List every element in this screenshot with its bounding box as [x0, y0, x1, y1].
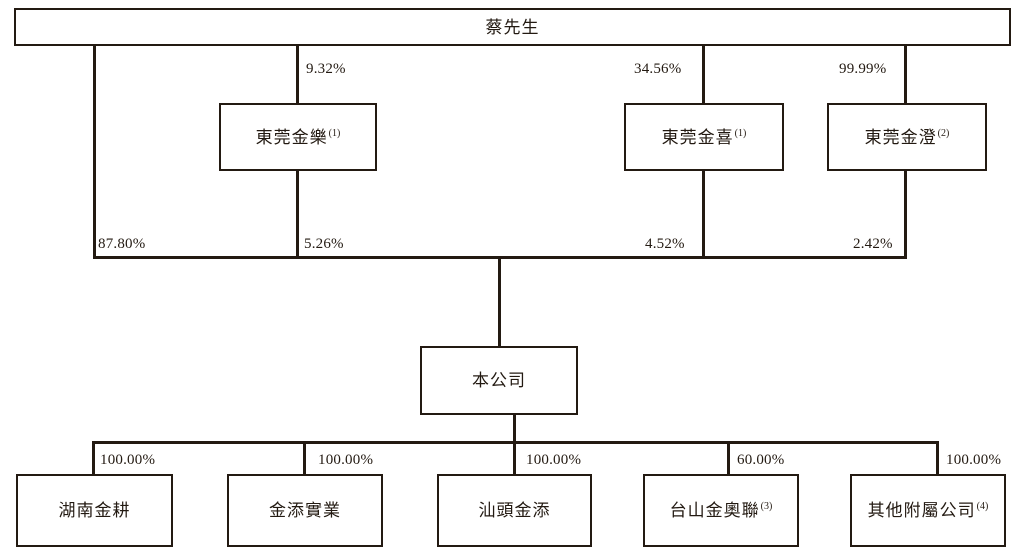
connector-jinxi-company — [702, 170, 705, 259]
connector-root-jincheng — [904, 45, 907, 104]
pct-sub-jintian: 100.00% — [318, 452, 374, 468]
node-company-label: 本公司 — [472, 371, 526, 390]
node-label-text: 東莞金澄 — [864, 127, 937, 147]
pct-sub-taishan: 60.00% — [737, 452, 785, 468]
connector-jincheng-company — [904, 170, 907, 259]
pct-jincheng-company: 2.42% — [853, 236, 893, 252]
node-dongguan-jinxi-label: 東莞金喜(1) — [661, 127, 747, 147]
node-mr-cai-label: 蔡先生 — [485, 17, 540, 37]
node-taishan-jinaolian: 台山金奧聯(3) — [643, 474, 799, 547]
footnote-ref-1b: (1) — [734, 127, 747, 139]
pct-jinle-company: 5.26% — [304, 236, 344, 252]
pct-root-jinxi: 34.56% — [634, 61, 682, 77]
node-dongguan-jinxi: 東莞金喜(1) — [624, 103, 784, 171]
footnote-ref-3: (3) — [760, 501, 773, 513]
connector-bottom-collector — [92, 441, 939, 444]
node-jintian-industry-label: 金添實業 — [269, 501, 341, 520]
node-hunan-jingeng: 湖南金耕 — [16, 474, 173, 547]
footnote-ref-1: (1) — [328, 127, 341, 139]
pct-sub-other: 100.00% — [946, 452, 1002, 468]
pct-root-jinle: 9.32% — [306, 61, 346, 77]
node-shantou-jintian: 汕頭金添 — [437, 474, 592, 547]
node-label-text: 東莞金喜 — [661, 127, 734, 147]
node-dongguan-jinle-label: 東莞金樂(1) — [255, 127, 341, 147]
node-company: 本公司 — [420, 346, 578, 415]
node-label-text: 其他附屬公司 — [867, 501, 976, 520]
connector-sub-other — [936, 441, 939, 474]
connector-root-jinxi — [702, 45, 705, 104]
connector-jinle-company — [296, 170, 299, 259]
node-label-text: 東莞金樂 — [255, 127, 328, 147]
node-other-subsidiaries: 其他附屬公司(4) — [850, 474, 1006, 547]
pct-sub-shantou: 100.00% — [526, 452, 582, 468]
connector-sub-hunan — [92, 441, 95, 474]
node-dongguan-jinle: 東莞金樂(1) — [219, 103, 377, 171]
connector-sub-jintian — [303, 441, 306, 474]
connector-root-direct — [93, 45, 96, 258]
node-label-text: 台山金奧聯 — [669, 501, 760, 520]
node-shantou-jintian-label: 汕頭金添 — [478, 501, 551, 520]
node-hunan-jingeng-label: 湖南金耕 — [58, 501, 131, 520]
node-taishan-jinaolian-label: 台山金奧聯(3) — [670, 502, 773, 519]
node-dongguan-jincheng-label: 東莞金澄(2) — [864, 127, 950, 147]
node-jintian-industry: 金添實業 — [227, 474, 383, 547]
connector-company-subsidiaries — [513, 413, 516, 474]
pct-jinxi-company: 4.52% — [645, 236, 685, 252]
node-dongguan-jincheng: 東莞金澄(2) — [827, 103, 987, 171]
node-other-subsidiaries-label: 其他附屬公司(4) — [868, 502, 989, 519]
connector-collector-company — [498, 256, 501, 346]
footnote-ref-4: (4) — [976, 501, 989, 513]
connector-sub-taishan — [727, 441, 730, 474]
pct-root-jincheng: 99.99% — [839, 61, 887, 77]
node-mr-cai: 蔡先生 — [14, 8, 1011, 46]
pct-sub-hunan: 100.00% — [100, 452, 156, 468]
pct-direct-company: 87.80% — [98, 236, 146, 252]
connector-root-jinle — [296, 45, 299, 104]
footnote-ref-2: (2) — [937, 127, 950, 139]
